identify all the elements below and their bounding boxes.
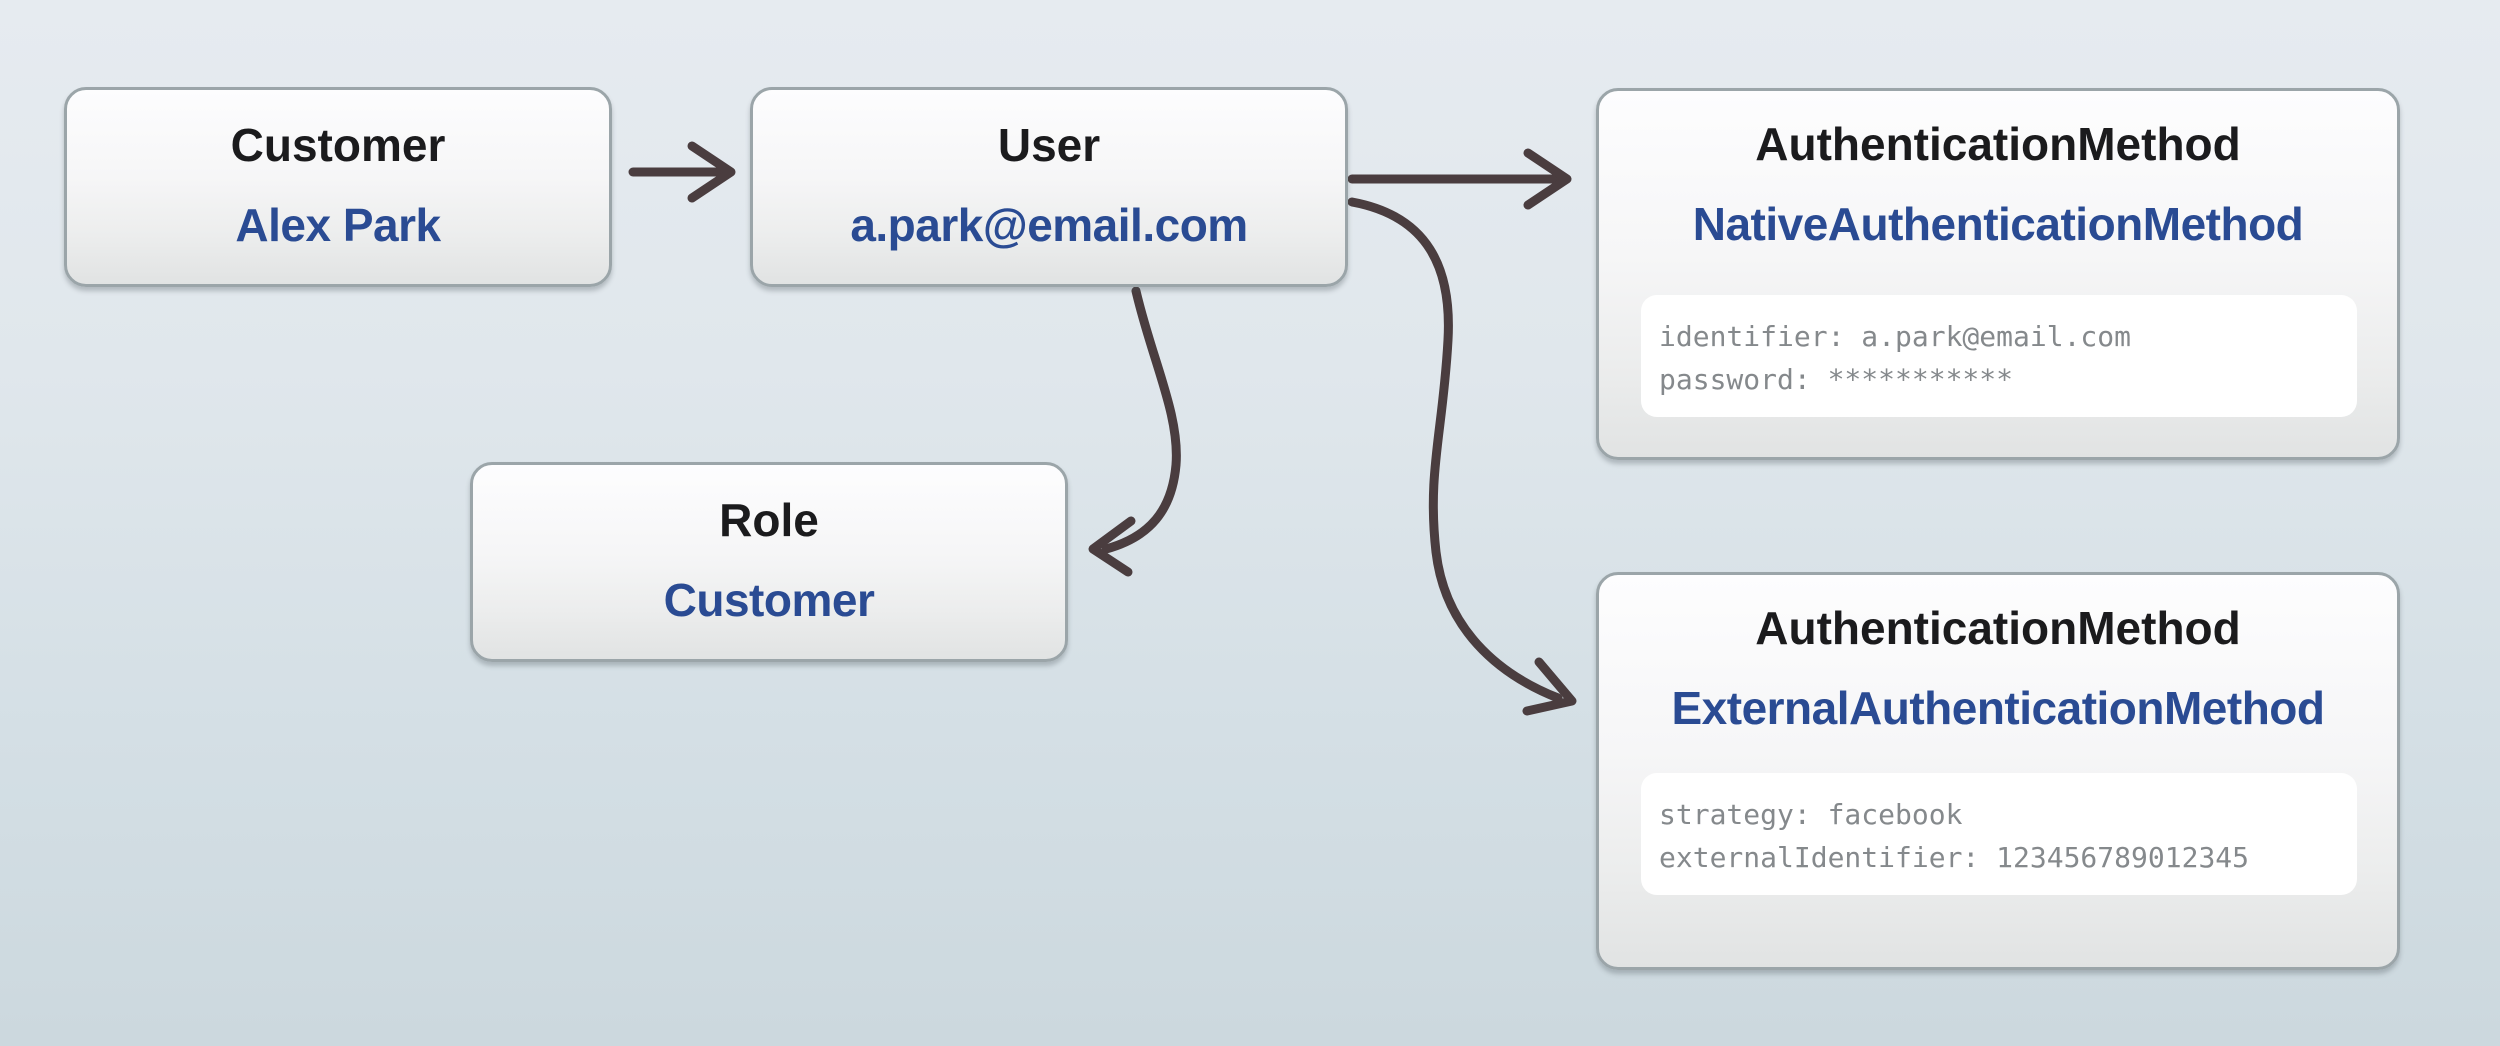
edge-user-external-auth-arrowhead	[1522, 657, 1577, 716]
attribute-identifier: identifier: a.park@email.com	[1659, 320, 2132, 353]
attribute-external-identifier: externalIdentifier: 123456789012345	[1659, 841, 2250, 874]
node-external-auth-type: AuthenticationMethod	[1755, 602, 2241, 654]
attribute-strategy: strategy: facebook	[1659, 798, 1963, 831]
edge-user-role-arrowhead	[1088, 516, 1136, 577]
node-native-authentication-method: AuthenticationMethod NativeAuthenticatio…	[1596, 88, 2400, 460]
node-external-authentication-method: AuthenticationMethod ExternalAuthenticat…	[1596, 572, 2400, 970]
node-customer-type: Customer	[230, 119, 446, 171]
node-native-auth-type: AuthenticationMethod	[1755, 118, 2241, 170]
node-role-type: Role	[719, 494, 819, 546]
node-customer-value: Alex Park	[235, 199, 441, 251]
attribute-password: password: ***********	[1659, 363, 2014, 396]
edge-customer-user-arrowhead	[687, 141, 736, 203]
edge-user-external-auth	[1347, 197, 1563, 703]
node-user-type: User	[997, 119, 1101, 171]
edge-user-native-auth-arrowhead	[1523, 148, 1572, 210]
node-native-auth-value: NativeAuthenticationMethod	[1692, 198, 2304, 250]
node-external-auth-attributes: strategy: facebook externalIdentifier: 1…	[1641, 773, 2357, 895]
node-user: User a.park@email.com	[750, 87, 1348, 287]
node-user-value: a.park@email.com	[850, 199, 1248, 251]
node-role: Role Customer	[470, 462, 1068, 662]
node-customer: Customer Alex Park	[64, 87, 612, 287]
node-role-value: Customer	[663, 574, 875, 626]
node-external-auth-value: ExternalAuthenticationMethod	[1671, 682, 2325, 734]
edge-user-role	[1101, 286, 1181, 554]
node-native-auth-attributes: identifier: a.park@email.com password: *…	[1641, 295, 2357, 417]
